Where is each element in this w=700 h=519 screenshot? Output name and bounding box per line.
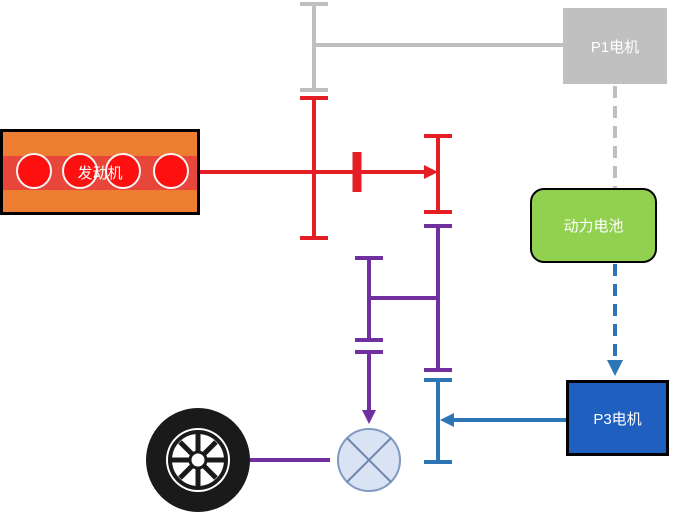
engine-cylinder-3 — [105, 153, 141, 189]
differential-icon — [337, 428, 401, 492]
engine-label: 发动机 — [77, 164, 123, 182]
engine-block: 发动机 — [0, 129, 200, 215]
p1-shaft — [300, 2, 563, 92]
battery-label: 动力电池 — [563, 218, 624, 235]
engine-shaft — [200, 96, 452, 240]
p1-motor-label: P1电机 — [590, 38, 640, 56]
engine-cylinder-2 — [62, 153, 98, 189]
wheel-icon — [146, 408, 250, 512]
p3-shaft — [424, 378, 566, 464]
engine-cylinder-4 — [153, 153, 189, 189]
p3-shaft-arrow — [440, 413, 454, 427]
p3-motor-block: P3电机 — [566, 380, 669, 456]
output-shaft-arrow — [362, 410, 376, 424]
battery-block: 动力电池 — [530, 188, 657, 263]
p1-motor-block: P1电机 — [563, 8, 667, 84]
engine-cylinder-1 — [16, 153, 52, 189]
output-shaft — [210, 224, 452, 462]
engine-shaft-arrow — [424, 165, 438, 179]
battery-p3-arrow — [607, 360, 623, 376]
p3-motor-label: P3电机 — [593, 410, 642, 428]
